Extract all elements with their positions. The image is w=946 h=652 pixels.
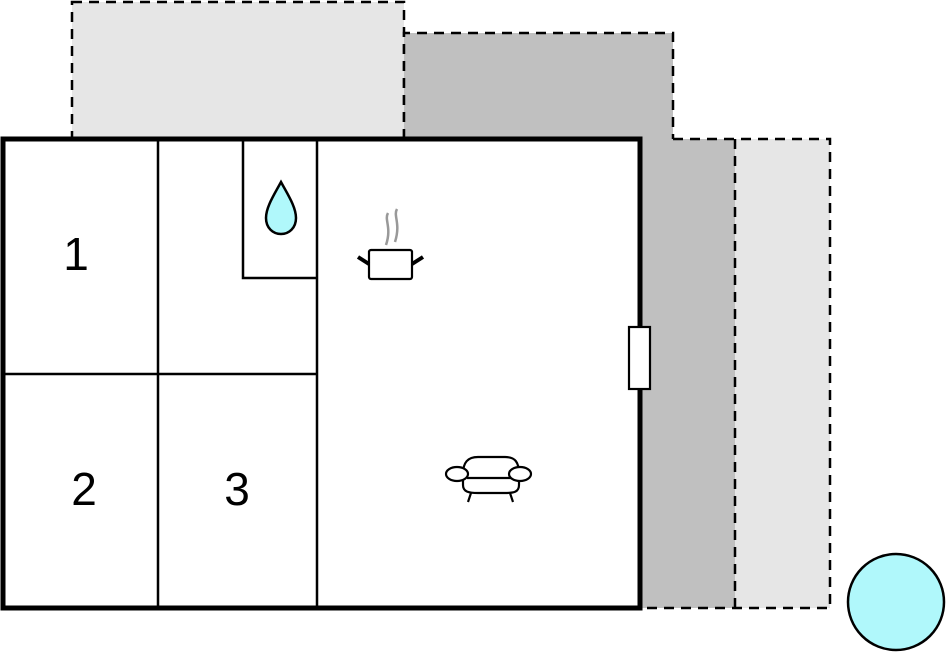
pool-icon [846,552,946,652]
terrace-top-left [70,0,406,141]
terrace-dark [404,33,735,608]
room-3-label: 3 [224,463,250,515]
door-icon [627,325,652,391]
sofa-icon [444,455,533,503]
water-drop-icon [264,179,298,236]
interior-walls [3,139,319,608]
cooking-pot-icon [356,208,425,281]
room-1-label: 1 [63,228,89,280]
terrace-right [735,139,830,608]
room-2-label: 2 [71,463,97,515]
